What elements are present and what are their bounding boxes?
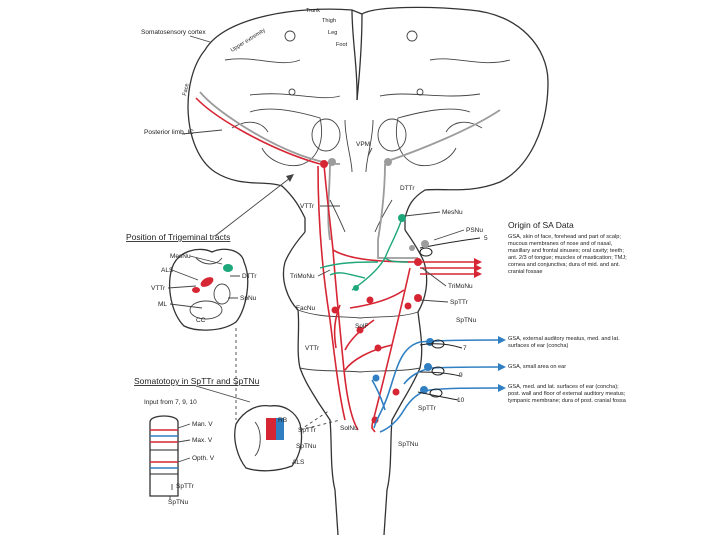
inset-position-ml: ML (158, 301, 167, 308)
label-vpm: VPM (356, 141, 370, 148)
inset-somatotopy-sptnu2: SpTNu (296, 443, 317, 450)
label-dttr-top: DTTr (400, 185, 415, 192)
label-face: Face (182, 83, 190, 96)
label-num-9: 9 (459, 372, 463, 379)
label-num-10: 10 (457, 397, 465, 404)
label-leg: Leg (328, 30, 337, 36)
label-mesnu: MesNu (442, 209, 463, 216)
inset-position-title: Position of Trigeminal tracts (126, 232, 230, 242)
thalamus-outline (231, 108, 483, 173)
label-trimonu-left: TriMoNu (290, 273, 315, 280)
inset-somatotopy-spttr1: SpTTr (176, 483, 195, 490)
green-pathways (319, 214, 409, 291)
cerebrum-outline (187, 6, 549, 232)
label-num-5: 5 (484, 235, 488, 242)
label-trimonu-right: TriMoNu (448, 283, 473, 290)
label-somatosensory-cortex: Somatosensory cortex (141, 29, 206, 36)
label-posterior-limb-ic: Posterior limb, IC (144, 129, 194, 136)
label-sptnu-bottom: SpTNu (398, 441, 419, 448)
label-psnu: PSNu (466, 227, 483, 234)
origin-gsa-1: GSA, skin of face, forehead and part of … (508, 234, 627, 276)
label-sptnu-right: SpTNu (456, 317, 477, 324)
inset-somatotopy-title: Somatotopy in SpTTr and SpTNu (134, 376, 260, 386)
inset-somatotopy: Somatotopy in SpTTr and SpTNu Input from… (134, 376, 331, 506)
inset-position-dttr: DTTr (242, 273, 257, 280)
label-upper-extremity: Upper extremity (230, 28, 267, 54)
inset-connector (299, 419, 341, 431)
origin-gsa-3: GSA, small area on ear (508, 364, 567, 370)
origin-heading: Origin of SA Data (508, 220, 574, 230)
inset-somatotopy-max: Max. V (192, 437, 213, 444)
label-spttr-right: SpTTr (450, 299, 469, 306)
red-pathways (195, 97, 474, 433)
inset-somatotopy-sptnu1: SpTNu (168, 499, 189, 506)
brainstem-outline (282, 199, 428, 536)
inset-somatotopy-man: Man. V (192, 421, 213, 428)
inset-somatotopy-spttr2: SpTTr (298, 427, 317, 434)
label-facnu: FacNu (296, 305, 316, 312)
inset-position-vttr: VTTr (151, 285, 166, 292)
inset-somatotopy-opth: Opth. V (192, 455, 215, 462)
red-input-arrows (474, 258, 482, 278)
inset-somatotopy-als: ALS (292, 459, 305, 466)
inset-somatotopy-rb: RB (278, 417, 287, 424)
inset-position-cc: CC (196, 317, 206, 324)
inset-position-als: ALS (161, 267, 174, 274)
label-num-7: 7 (463, 345, 467, 352)
inset-position-trigeminal-tracts: Position of Trigeminal tracts MesNu ALS … (126, 174, 294, 331)
label-solf: SolF (355, 323, 368, 330)
inset-position-mesnu: MesNu (170, 253, 191, 260)
label-vttr-mid: VTTr (305, 345, 320, 352)
inset-somatotopy-input: Input from 7, 9, 10 (144, 399, 197, 406)
label-vttr-top: VTTr (300, 203, 315, 210)
label-trunk: Trunk (306, 8, 320, 14)
origin-gsa-2: GSA, external auditory meatus, med. and … (508, 336, 620, 350)
inset-position-spnu: SpNu (240, 295, 257, 302)
origin-legend: Origin of SA Data GSA, skin of face, for… (508, 220, 627, 405)
label-thigh: Thigh (322, 18, 336, 24)
label-foot: Foot (336, 42, 348, 48)
label-spttr-bottom: SpTTr (418, 405, 437, 412)
blue-pathways (371, 336, 506, 433)
nuclei (320, 158, 429, 266)
label-solnu: SolNu (340, 425, 358, 432)
origin-gsa-4: GSA, med. and lat. surfaces of ear (conc… (508, 384, 626, 405)
